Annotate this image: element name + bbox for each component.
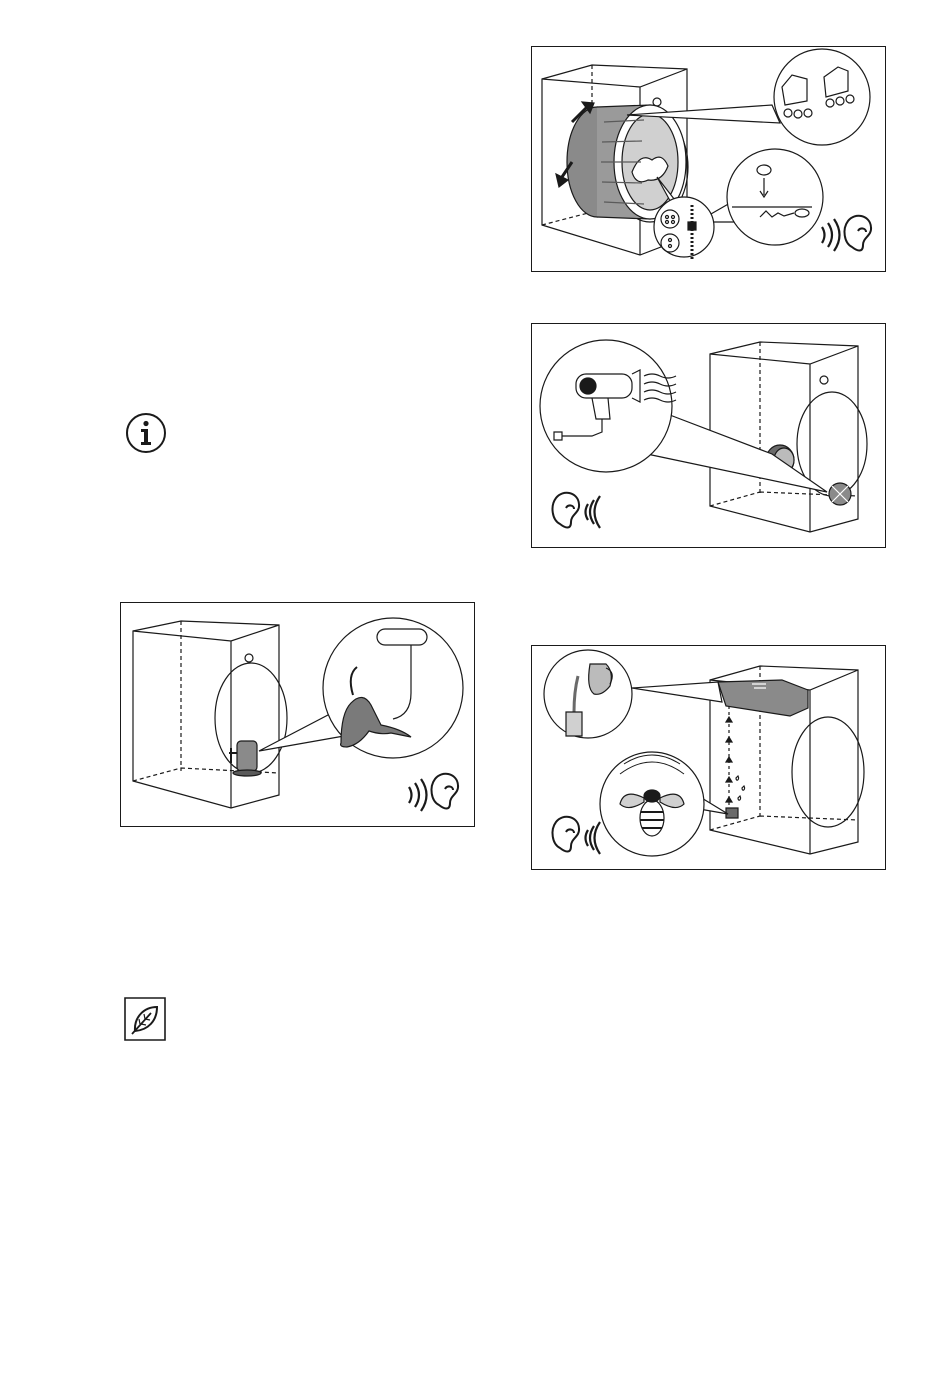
water-tank-icon — [718, 680, 808, 716]
dryer-illustration — [133, 621, 287, 808]
info-icon — [125, 412, 167, 454]
sound-waves-icon — [409, 779, 427, 811]
water-jug-icon — [544, 650, 722, 738]
drum-rotation-noise-figure — [531, 46, 886, 272]
compressor-noise-figure — [120, 602, 475, 827]
hair-dryer-icon — [540, 340, 827, 492]
coin-icon — [697, 149, 823, 245]
water-flow-arrows-icon — [726, 706, 745, 818]
sound-waves-icon — [822, 219, 840, 251]
ear-icon — [553, 817, 580, 852]
bee-icon — [600, 752, 728, 856]
fan-air-noise-figure — [531, 323, 886, 548]
sound-waves-icon — [586, 822, 601, 854]
cat-stretching-icon — [259, 618, 463, 758]
ear-icon — [432, 774, 459, 809]
ear-icon — [845, 216, 872, 251]
sound-waves-icon — [586, 496, 601, 528]
water-pump-noise-figure — [531, 645, 886, 870]
ear-icon — [553, 493, 580, 528]
leaf-icon — [124, 997, 166, 1041]
